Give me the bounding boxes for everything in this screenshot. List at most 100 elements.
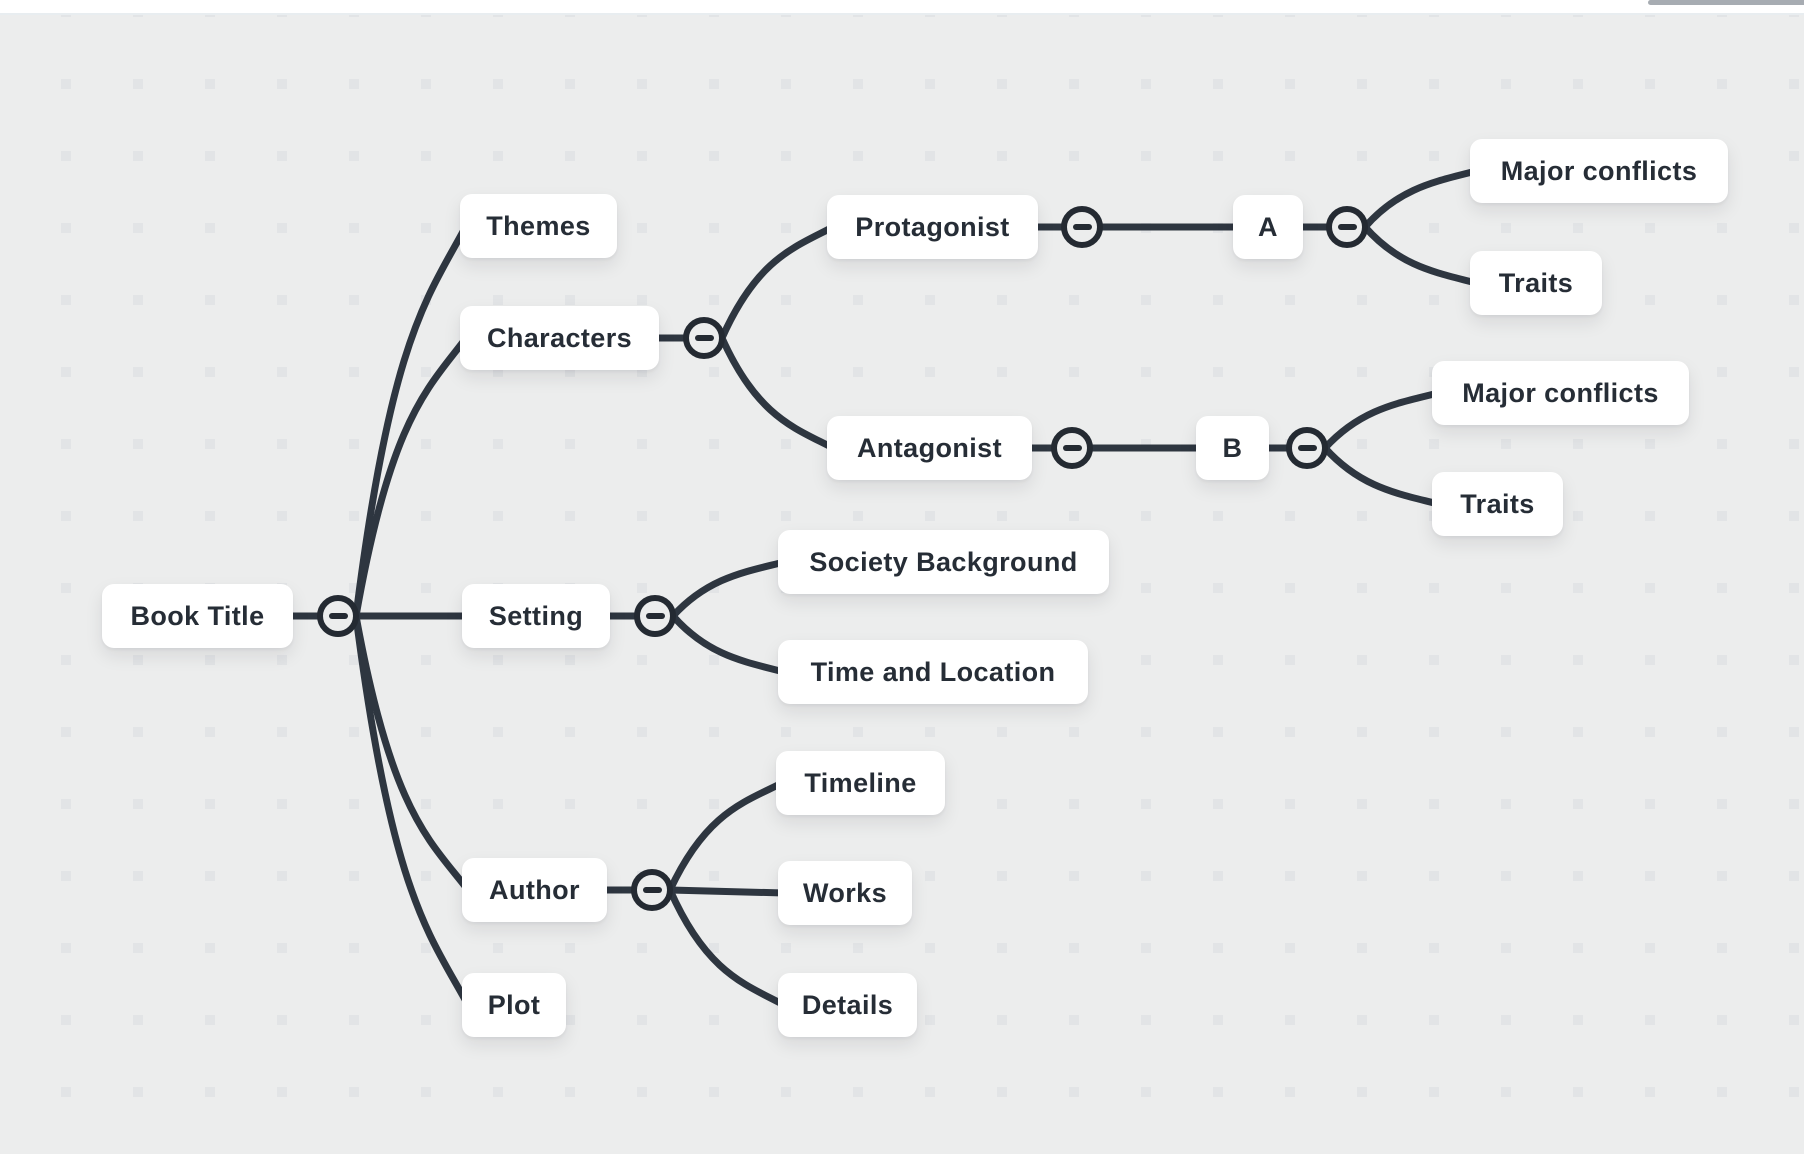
grid-dot [997,79,1007,89]
grid-dot [277,511,287,521]
node-label-society-background: Society Background [809,546,1078,577]
collapse-button-setting[interactable] [634,595,676,637]
grid-dot [133,799,143,809]
grid-dot [1429,943,1439,953]
grid-dot [1357,367,1367,377]
grid-dot [1789,655,1799,665]
grid-dot [1573,1087,1583,1097]
grid-dot [709,367,719,377]
grid-dot [1069,151,1079,161]
grid-dot [1645,295,1655,305]
grid-dot [565,439,575,449]
collapse-button-b[interactable] [1286,427,1328,469]
grid-dot [1357,79,1367,89]
grid-dot [1501,1087,1511,1097]
node-setting[interactable]: Setting [462,584,610,648]
grid-dot [1213,799,1223,809]
grid-dot [637,655,647,665]
node-book-title[interactable]: Book Title [102,584,293,648]
grid-dot [1357,583,1367,593]
collapse-button-protagonist[interactable] [1061,206,1103,248]
grid-dot [1213,511,1223,521]
grid-dot [61,151,71,161]
collapse-button-antagonist[interactable] [1051,427,1093,469]
node-a[interactable]: A [1233,195,1303,259]
grid-dot [1501,943,1511,953]
grid-dot [1429,79,1439,89]
node-plot[interactable]: Plot [462,973,566,1037]
node-label-major-conflicts-a: Major conflicts [1500,155,1698,186]
collapse-button-author[interactable] [631,869,673,911]
grid-dot [565,295,575,305]
grid-dot [1357,1087,1367,1097]
grid-dot [565,511,575,521]
node-label-timeline: Timeline [804,767,917,798]
grid-dot [1429,871,1439,881]
grid-dot [1285,151,1295,161]
node-timeline[interactable]: Timeline [776,751,945,815]
grid-dot [133,871,143,881]
horizontal-scrollbar-thumb[interactable] [1648,0,1804,5]
grid-dot [133,79,143,89]
grid-dot [637,1015,647,1025]
grid-dot [565,151,575,161]
grid-dot [349,223,359,233]
grid-dot [1501,871,1511,881]
grid-dot [997,151,1007,161]
node-protagonist[interactable]: Protagonist [827,195,1038,259]
grid-dot [133,223,143,233]
grid-dot [1357,655,1367,665]
grid-dot [1501,439,1511,449]
grid-dot [1213,871,1223,881]
grid-dot [1357,295,1367,305]
grid-dot [1285,295,1295,305]
grid-dot [205,727,215,737]
grid-dot [1141,511,1151,521]
node-author[interactable]: Author [462,858,607,922]
node-works[interactable]: Works [778,861,912,925]
node-antagonist[interactable]: Antagonist [827,416,1032,480]
grid-dot [61,799,71,809]
grid-dot [1357,511,1367,521]
grid-dot [421,943,431,953]
node-major-conflicts-b[interactable]: Major conflicts [1432,361,1689,425]
grid-dot [493,727,503,737]
grid-dot [565,727,575,737]
node-characters[interactable]: Characters [460,306,659,370]
grid-dot [277,1015,287,1025]
grid-dot [1717,799,1727,809]
node-major-conflicts-a[interactable]: Major conflicts [1470,139,1728,203]
grid-dot [781,223,791,233]
grid-dot [1213,1015,1223,1025]
node-time-and-location[interactable]: Time and Location [778,640,1088,704]
node-b[interactable]: B [1196,416,1269,480]
grid-dot [205,511,215,521]
grid-dot [205,1087,215,1097]
grid-dot [61,79,71,89]
grid-dot [349,1087,359,1097]
node-details[interactable]: Details [778,973,917,1037]
grid-dot [421,871,431,881]
grid-dot [709,1015,719,1025]
grid-dot [997,1087,1007,1097]
collapse-button-characters[interactable] [683,317,725,359]
grid-dot [61,655,71,665]
grid-dot [1357,727,1367,737]
grid-dot [1789,583,1799,593]
node-traits-a[interactable]: Traits [1470,251,1602,315]
grid-dot [1141,1087,1151,1097]
grid-dot [781,151,791,161]
grid-dot [1501,583,1511,593]
grid-dot [781,1087,791,1097]
grid-dot [565,943,575,953]
grid-dot [781,295,791,305]
collapse-button-a[interactable] [1326,206,1368,248]
node-traits-b[interactable]: Traits [1432,472,1563,536]
node-society-background[interactable]: Society Background [778,530,1109,594]
grid-dot [1429,1087,1439,1097]
collapse-button-book-title[interactable] [317,595,359,637]
edge-b-to-traits-b [1321,444,1442,508]
node-themes[interactable]: Themes [460,194,617,258]
grid-dot [781,511,791,521]
